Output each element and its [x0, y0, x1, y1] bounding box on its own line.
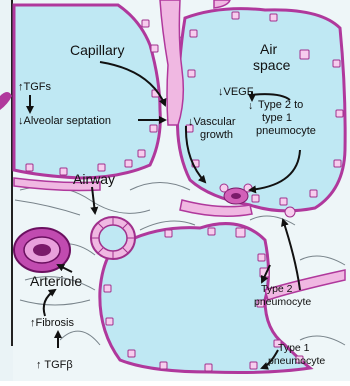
airway-label: Airway	[73, 172, 115, 186]
vegf-label: ↓VEGF	[218, 87, 253, 98]
vascular-label-line1: ↓Vascular	[188, 117, 235, 128]
vascular-label-line2: growth	[200, 130, 233, 141]
type2-to-type1-label-line3: pneumocyte	[256, 126, 316, 137]
type1-pneumocyte-label-line1: Type 1	[278, 343, 310, 354]
tgfb-label: ↑ TGFβ	[36, 360, 73, 371]
tgfs-label: ↑TGFs	[18, 82, 51, 93]
alveolar-septation-label: ↓Alveolar septation	[18, 116, 111, 127]
type1-pneumocyte-label-line2: pneumocyte	[268, 356, 325, 367]
airway	[91, 217, 135, 259]
type2-to-type1-label-line1: Type 2 to	[258, 100, 303, 111]
type2-to-type1-label-line2: type 1	[262, 113, 292, 124]
capillary-label: Capillary	[70, 43, 124, 57]
arteriole	[14, 228, 70, 272]
type2-pneumocyte-cell	[285, 207, 295, 217]
fibrosis-label: ↑Fibrosis	[30, 318, 74, 329]
type2-to-type1-arrow: ↓	[248, 101, 253, 112]
type2-pneumocyte-label-line1: Type 2	[261, 284, 293, 295]
arteriole-label: Arteriole	[30, 274, 82, 288]
air-space-label-line2: space	[253, 58, 290, 72]
type2-pneumocyte-label-line2: pneumocyte	[254, 297, 311, 308]
air-space-label-line1: Air	[260, 42, 277, 56]
